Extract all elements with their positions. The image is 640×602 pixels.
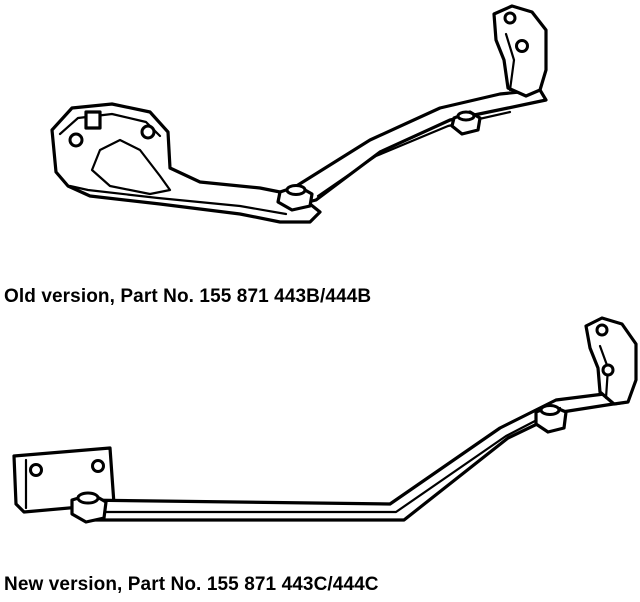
old-bracket-pivot-front-top	[285, 184, 307, 196]
old-bracket-square-tab	[84, 110, 102, 130]
old-bracket-hole-mid	[140, 124, 156, 140]
new-bracket-hole-right	[601, 363, 615, 377]
new-bracket-pivot-left-top	[76, 491, 100, 505]
new-version-caption: New version, Part No. 155 871 443C/444C	[4, 574, 379, 595]
old-bracket-plate-fold	[90, 138, 172, 196]
old-version-caption: Old version, Part No. 155 871 443B/444B	[4, 286, 372, 307]
old-bracket-plate-inner-edge	[68, 184, 288, 216]
new-bracket-hole-left-2	[91, 459, 105, 473]
old-bracket-pivot-rear-top	[456, 110, 476, 122]
new-bracket-hole-left	[29, 463, 43, 477]
new-bracket-pivot-right-top	[539, 404, 561, 416]
new-bracket-arm-stripe	[90, 406, 562, 514]
old-bracket-hole-right	[515, 39, 529, 53]
old-bracket-arm	[288, 88, 548, 206]
old-bracket-hole-top	[503, 11, 517, 25]
old-bracket-right-plate-edge	[504, 32, 516, 92]
new-bracket-right-plate	[584, 316, 638, 406]
old-bracket-hole-left	[68, 132, 84, 148]
new-bracket-hole-top	[595, 323, 609, 337]
